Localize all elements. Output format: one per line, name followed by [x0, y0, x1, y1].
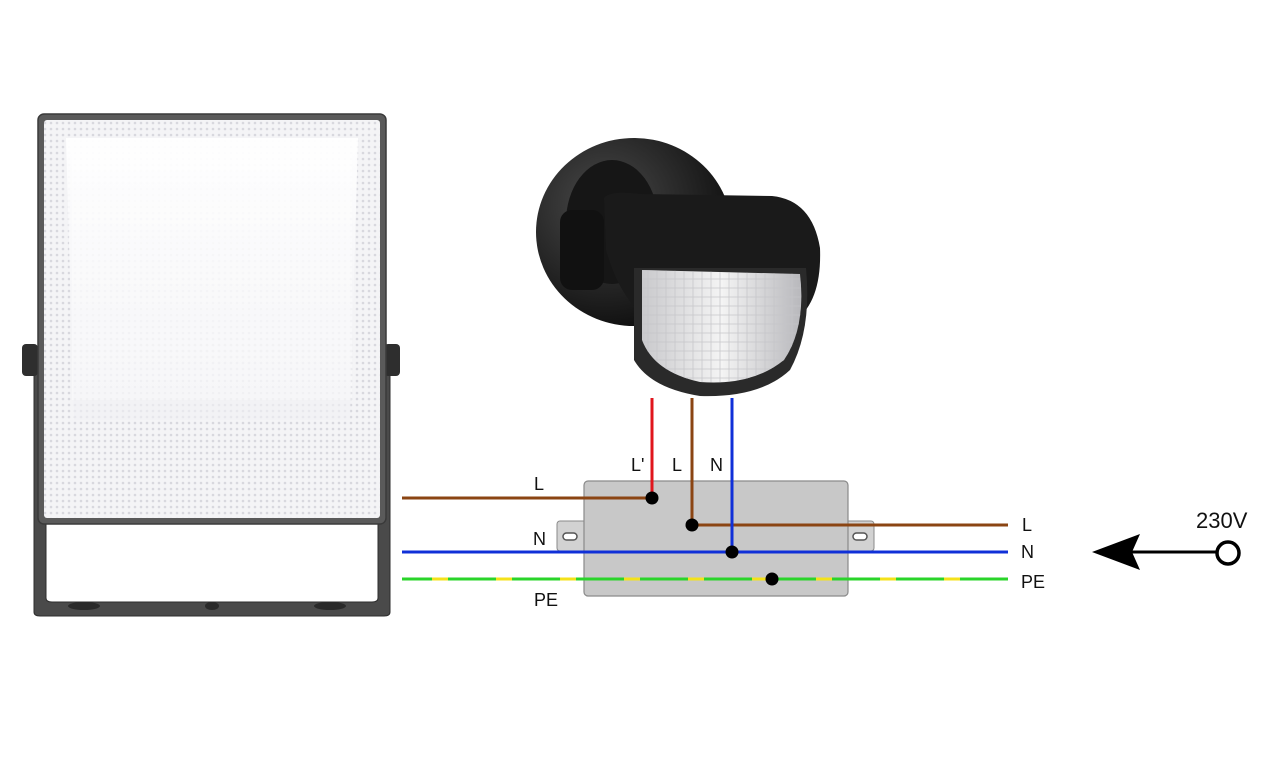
led-floodlight-icon: [22, 113, 400, 617]
terminal-circle-icon: [1215, 540, 1241, 566]
bracket-pivot-left: [22, 344, 38, 376]
label-left-PE: PE: [534, 590, 558, 610]
label-right-N: N: [1021, 542, 1034, 562]
bracket-pivot-right: [384, 344, 400, 376]
connection-nodes: [645, 491, 779, 586]
label-supply-voltage: 230V: [1196, 508, 1248, 533]
label-right-L: L: [1022, 515, 1032, 535]
junction-box-icon: [556, 480, 875, 597]
label-sensor-N: N: [710, 455, 723, 475]
label-sensor-Lprime: L': [631, 455, 644, 475]
motion-sensor-icon: [536, 138, 821, 397]
label-left-L: L: [534, 474, 544, 494]
supply-arrow-icon: [1092, 534, 1216, 570]
node-N: [725, 545, 739, 559]
node-Lprime: [645, 491, 659, 505]
label-left-N: N: [533, 529, 546, 549]
wires: [402, 398, 1008, 581]
label-right-PE: PE: [1021, 572, 1045, 592]
label-sensor-L: L: [672, 455, 682, 475]
node-L: [685, 518, 699, 532]
node-PE: [765, 572, 779, 586]
junction-box: [583, 480, 849, 597]
